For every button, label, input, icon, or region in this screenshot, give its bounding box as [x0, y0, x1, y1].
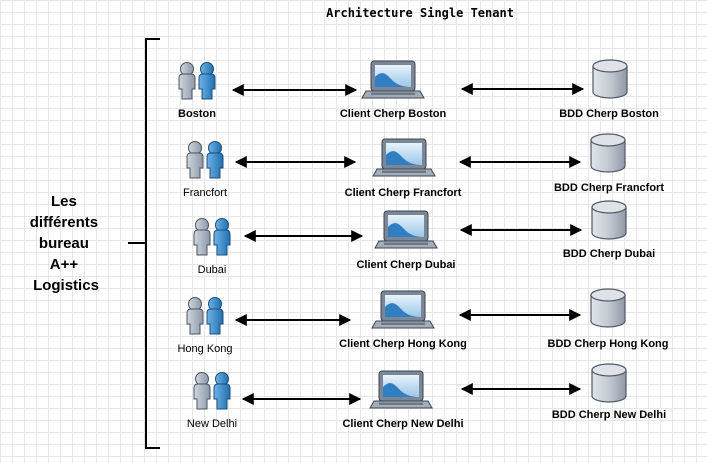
database-label: BDD Cherp Hong Kong — [548, 338, 669, 350]
database-icon — [590, 288, 626, 328]
office-row-hong-kong: Hong Kong Client Cherp Hong Kong BDD Che… — [177, 288, 669, 355]
office-row-new-delhi: New Delhi Client Cherp New Delhi BDD Che… — [187, 363, 666, 430]
grouping-bracket — [145, 38, 160, 449]
office-label: Hong Kong — [177, 343, 232, 355]
offices-group-label: Les différents bureau A++ Logistics — [30, 193, 103, 294]
laptop-icon — [372, 138, 436, 177]
users-icon — [187, 142, 223, 179]
diagram-title: Architecture Single Tenant — [326, 6, 514, 20]
office-label: Francfort — [183, 187, 227, 199]
client-label: Client Cherp Francfort — [345, 187, 462, 199]
users-icon — [187, 298, 223, 335]
office-row-dubai: Dubai Client Cherp Dubai BDD Cherp Dubai — [194, 200, 655, 276]
office-label: New Delhi — [187, 418, 237, 430]
users-icon — [194, 219, 230, 256]
users-icon — [194, 373, 230, 410]
laptop-icon — [369, 370, 433, 409]
client-label: Client Cherp New Delhi — [342, 418, 463, 430]
database-label: BDD Cherp Dubai — [563, 248, 655, 260]
database-icon — [591, 363, 627, 403]
office-row-francfort: Francfort Client Cherp Francfort BDD Che… — [183, 133, 664, 199]
client-label: Client Cherp Hong Kong — [339, 338, 467, 350]
database-label: BDD Cherp Boston — [559, 108, 659, 120]
office-label: Dubai — [198, 264, 227, 276]
laptop-icon — [374, 210, 438, 249]
client-label: Client Cherp Dubai — [356, 259, 455, 271]
office-row-boston: Boston Client Cherp Boston BDD Cherp Bos… — [178, 59, 659, 120]
laptop-icon — [361, 60, 425, 99]
database-icon — [591, 200, 627, 240]
client-label: Client Cherp Boston — [340, 108, 447, 120]
users-icon — [179, 63, 215, 100]
office-label: Boston — [178, 108, 216, 120]
database-label: BDD Cherp New Delhi — [552, 409, 666, 421]
database-icon — [590, 133, 626, 173]
database-icon — [592, 59, 628, 99]
database-label: BDD Cherp Francfort — [554, 182, 664, 194]
laptop-icon — [371, 290, 435, 329]
